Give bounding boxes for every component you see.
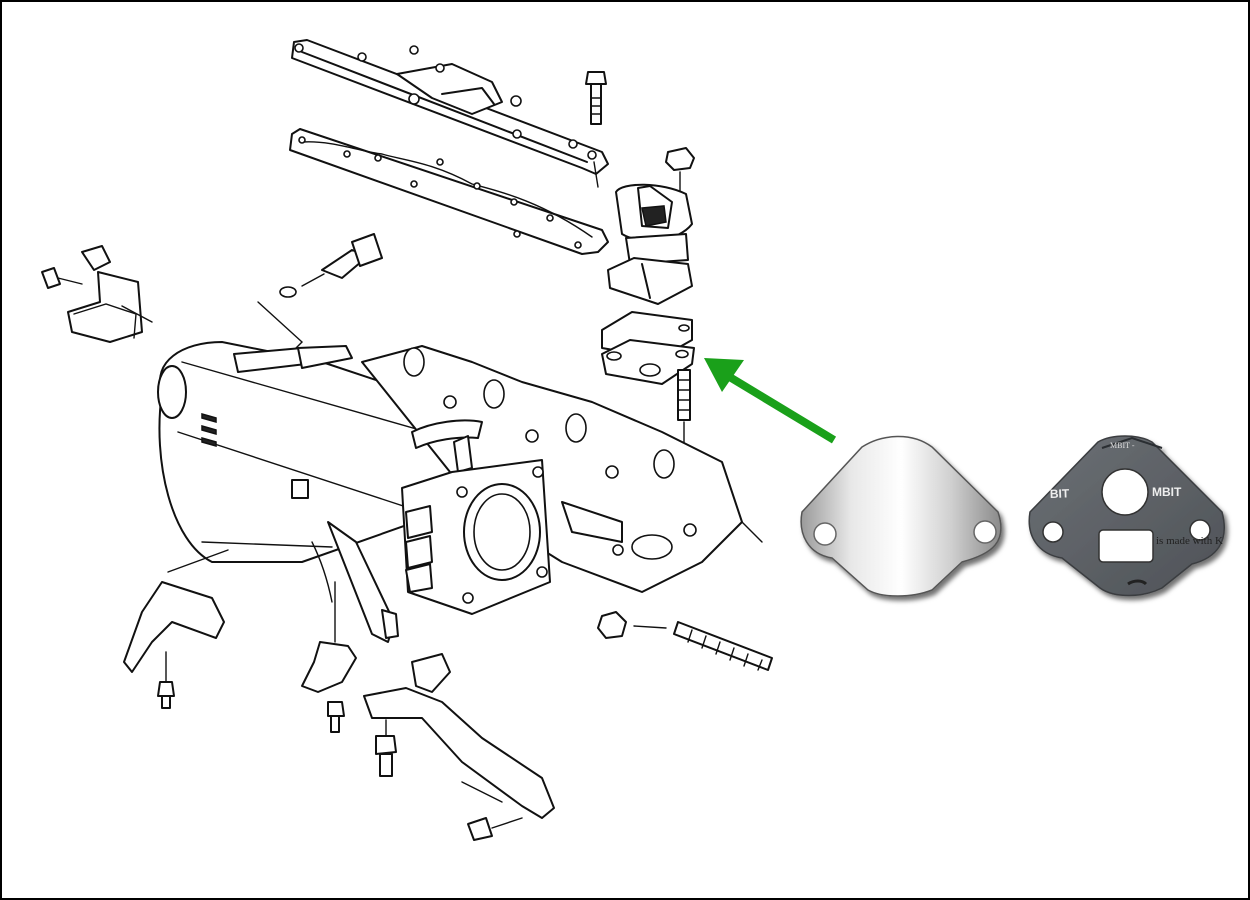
temp-sensor [257, 233, 383, 355]
left-bracket-top [41, 245, 153, 343]
lower-bracket-left [123, 549, 229, 709]
throttle-support-bracket [327, 521, 555, 841]
egr-gasket-diagram [601, 311, 695, 385]
front-stud [597, 611, 773, 671]
gasket-top-mark: MBIT - [1110, 441, 1135, 450]
egr-block-off-plate [800, 435, 1002, 597]
gasket-brand-right: MBIT [1152, 485, 1182, 499]
throttle-body [401, 459, 551, 615]
direction-arrow [704, 358, 837, 444]
upper-plenum-cover [291, 39, 609, 188]
gasket-brand-left: BIT [1050, 486, 1070, 501]
cover-bolt [585, 71, 607, 125]
plenum-gasket [289, 128, 609, 255]
gasket-line-text: is made with K [1156, 535, 1223, 547]
intake-manifold [157, 341, 763, 593]
lower-bracket-middle [301, 541, 357, 733]
egr-valve [607, 147, 695, 305]
egr-gasket-photo: BIT MBIT is made with K MBIT - [1028, 435, 1225, 597]
